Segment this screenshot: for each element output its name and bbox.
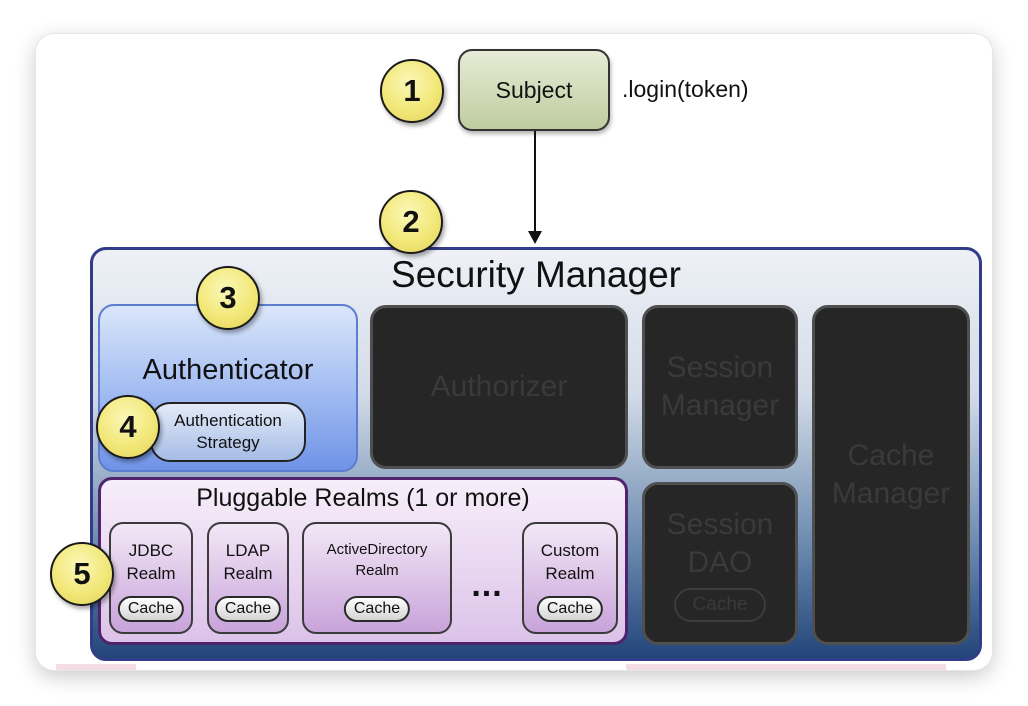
realm-cache: Cache xyxy=(343,596,411,622)
step-badge-1: 1 xyxy=(380,59,444,123)
realm-active-directory: ActiveDirectory Realm Cache xyxy=(302,522,452,634)
step-badge-3: 3 xyxy=(196,266,260,330)
realm-cache: Cache xyxy=(117,596,185,622)
cache-manager-box: Cache Manager xyxy=(812,305,970,645)
realm-name: ActiveDirectory Realm xyxy=(326,541,428,579)
authorizer-label: Authorizer xyxy=(430,370,568,403)
realm-cache: Cache xyxy=(536,596,604,622)
step-badge-5: 5 xyxy=(50,542,114,606)
realm-jdbc: JDBC Realm Cache xyxy=(109,522,193,634)
realm-name: JDBC Realm xyxy=(126,541,176,583)
login-call-label: .login(token) xyxy=(622,76,749,102)
pink-strip-left xyxy=(56,664,136,670)
subject-label: Subject xyxy=(495,76,573,103)
authentication-strategy-box: Authentication Strategy xyxy=(150,402,306,462)
realm-cache: Cache xyxy=(214,596,282,622)
security-manager-title: Security Manager xyxy=(391,254,681,295)
pluggable-realms-title: Pluggable Realms (1 or more) xyxy=(196,484,530,512)
realm-ldap: LDAP Realm Cache xyxy=(207,522,289,634)
step-badge-4: 4 xyxy=(96,395,160,459)
session-dao-label: Session DAO xyxy=(666,507,774,579)
subject-box: Subject xyxy=(458,49,610,131)
session-dao-box: Session DAO Cache xyxy=(642,482,798,645)
realm-name: LDAP Realm xyxy=(223,541,273,583)
cache-manager-label: Cache Manager xyxy=(831,439,951,510)
session-manager-box: Session Manager xyxy=(642,305,798,469)
pink-strip-right xyxy=(626,664,946,670)
session-manager-label: Session Manager xyxy=(660,351,780,422)
authorizer-box: Authorizer xyxy=(370,305,628,469)
realms-ellipsis: ... xyxy=(471,566,503,604)
arrow-line xyxy=(534,131,536,235)
realm-name: Custom Realm xyxy=(540,541,600,583)
arrow-head xyxy=(528,231,542,244)
authentication-strategy-label: Authentication Strategy xyxy=(174,411,282,452)
session-dao-cache: Cache xyxy=(674,587,766,622)
step-badge-2: 2 xyxy=(379,190,443,254)
authenticator-label: Authenticator xyxy=(142,354,314,386)
realm-custom: Custom Realm Cache xyxy=(522,522,618,634)
